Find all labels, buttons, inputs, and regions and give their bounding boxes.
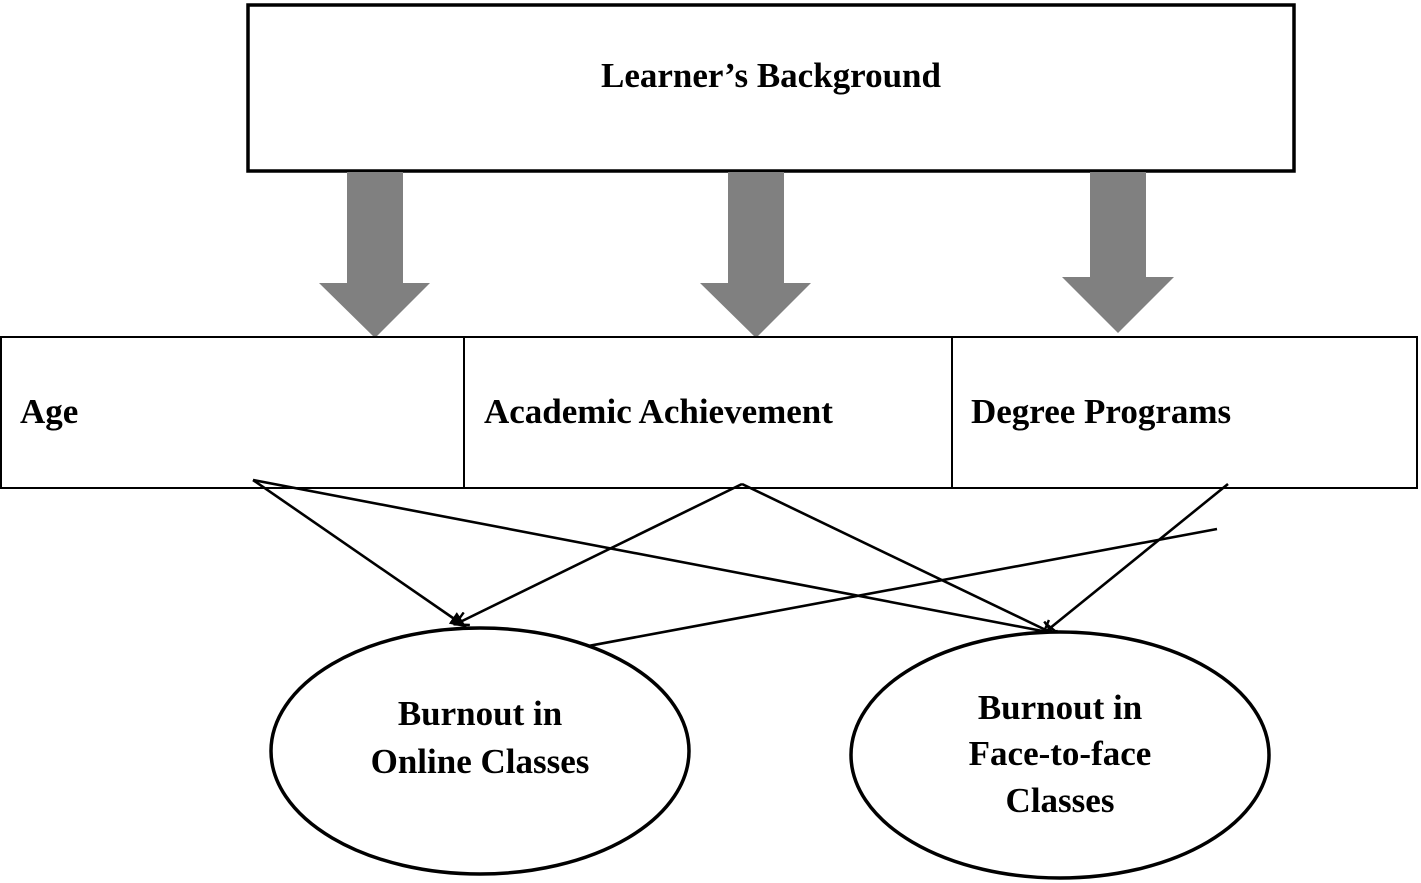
learners-background-label: Learner’s Background — [601, 56, 941, 95]
outcome-online-ellipse — [269, 626, 691, 876]
learners-background-box — [246, 3, 1296, 173]
outcome-face-to-face-node: Burnout in Face-to-face Classes — [849, 630, 1271, 880]
factor-label-degree-programs: Degree Programs — [971, 392, 1231, 431]
outcome-online-node: Burnout in Online Classes — [269, 626, 691, 876]
down-arrow-to-academic-achievement — [700, 172, 811, 338]
factor-row: Age Academic Achievement Degree Programs — [0, 336, 1418, 489]
factor-label-academic-achievement: Academic Achievement — [484, 392, 833, 431]
link-age-to-face-to-face — [252, 478, 1058, 634]
outcome-face-to-face-ellipse — [849, 630, 1271, 880]
factor-box-academic-achievement — [463, 336, 953, 489]
outcome-face-to-face-line-1: Burnout in — [978, 688, 1142, 727]
factor-box-degree-programs — [951, 336, 1418, 489]
down-arrow-to-degree-programs — [1062, 172, 1174, 333]
outcome-online-line-2: Online Classes — [371, 742, 590, 781]
outcome-online-line-1: Burnout in — [398, 694, 562, 733]
factor-box-age — [0, 336, 465, 489]
background-arrows — [319, 172, 1174, 338]
link-age-to-online — [252, 478, 467, 629]
learners-background-node: Learner’s Background — [246, 3, 1296, 173]
outcome-face-to-face-line-2: Face-to-face — [969, 734, 1152, 773]
link-degree-to-face-to-face — [1044, 482, 1229, 633]
link-academic-to-online — [456, 482, 743, 624]
link-academic-to-face-to-face — [741, 482, 1052, 633]
down-arrow-to-age — [319, 172, 430, 338]
factor-label-age: Age — [20, 392, 78, 431]
outcome-face-to-face-line-3: Classes — [1006, 781, 1115, 820]
